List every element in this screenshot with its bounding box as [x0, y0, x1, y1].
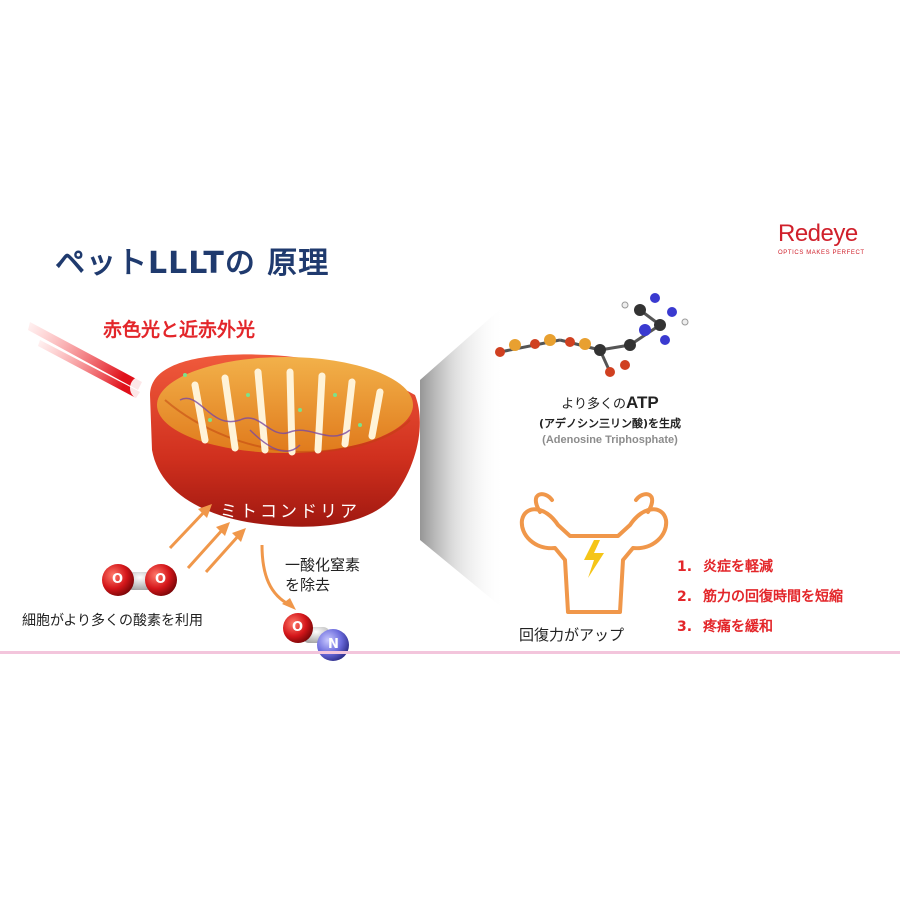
recovery-label: 回復力がアップ — [519, 626, 625, 644]
no-oxygen-atom-label: O — [292, 620, 304, 635]
brand-logo: Redeye OPTICS MAKES PERFECT — [778, 220, 888, 256]
atp-name: ATP — [626, 393, 659, 412]
oxygen-atom-left-label: O — [112, 572, 124, 587]
oxygen-molecule-icon — [102, 564, 177, 596]
nitric-oxide-removal-label: 一酸化窒素 を除去 — [285, 555, 360, 595]
atp-line2: (アデノシン三リン酸)を生成 — [538, 417, 682, 430]
list-item: 2. 筋力の回復時間を短縮 — [677, 585, 843, 615]
benefit-text: 炎症を軽減 — [703, 559, 773, 575]
benefit-text: 筋力の回復時間を短縮 — [703, 589, 843, 605]
page-title: ペットLLLTの 原理 — [55, 246, 330, 281]
atp-prefix: より多くの — [561, 397, 626, 412]
oxygen-atom-right-label: O — [155, 572, 167, 587]
list-item: 3. 疼痛を緩和 — [677, 615, 843, 645]
atp-description: より多くのATP (アデノシン三リン酸)を生成 (Adenosine Triph… — [505, 393, 715, 446]
light-label: 赤色光と近赤外光 — [103, 319, 256, 341]
atp-line3: (Adenosine Triphosphate) — [542, 434, 678, 446]
benefit-number: 2. — [677, 589, 693, 605]
benefit-text: 疼痛を緩和 — [703, 619, 773, 635]
oxygen-arrows — [168, 504, 296, 610]
zoom-wedge — [420, 305, 505, 610]
atp-line1: より多くのATP — [505, 393, 715, 413]
mitochondria-illustration — [150, 354, 420, 527]
muscle-body-icon — [519, 492, 669, 614]
logo-name: Redeye — [778, 220, 858, 247]
benefit-number: 3. — [677, 619, 693, 635]
atp-molecule-icon — [495, 293, 689, 377]
red-laser-beam-icon — [28, 322, 154, 400]
benefit-number: 1. — [677, 559, 693, 575]
no-label-line2: を除去 — [285, 576, 331, 594]
oxygen-usage-label: 細胞がより多くの酸素を利用 — [22, 613, 204, 629]
list-item: 1. 炎症を軽減 — [677, 555, 843, 585]
mitochondria-label: ミトコンドリア — [220, 502, 360, 522]
bottom-divider — [0, 651, 900, 654]
logo-tagline: OPTICS MAKES PERFECT — [778, 250, 865, 256]
benefits-list: 1. 炎症を軽減 2. 筋力の回復時間を短縮 3. 疼痛を緩和 — [677, 555, 843, 645]
no-nitrogen-atom-label: N — [328, 637, 339, 652]
no-label-line1: 一酸化窒素 — [285, 556, 361, 574]
